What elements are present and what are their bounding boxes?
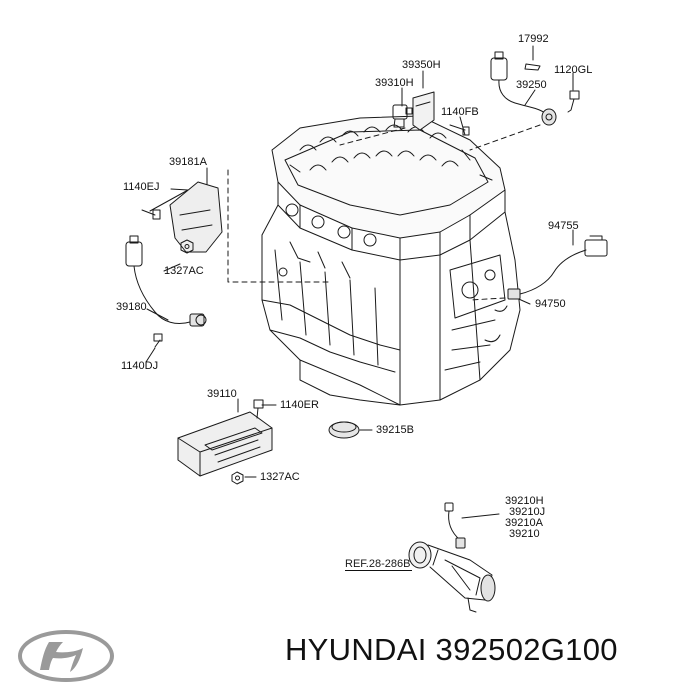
- bolt-1140dj: [153, 333, 163, 348]
- bolt-1140er: [253, 399, 264, 419]
- part-label-39350h: 39350H: [402, 59, 441, 71]
- engine-block: [261, 115, 521, 406]
- sensor-94750: [507, 235, 608, 300]
- part-label-17992: 17992: [518, 33, 549, 45]
- part-label-1140ej: 1140EJ: [123, 181, 160, 193]
- part-label-39250: 39250: [516, 79, 547, 91]
- part-label-94750: 94750: [535, 298, 566, 310]
- part-label-39110: 39110: [207, 388, 237, 400]
- part-label-39181a: 39181A: [169, 156, 207, 168]
- bracket-39350h: [412, 91, 435, 131]
- part-label-1140fb: 1140FB: [441, 106, 479, 118]
- sensor-39310h: [392, 104, 413, 128]
- footer-caption: HYUNDAI 392502G100: [285, 632, 618, 667]
- nut-1327ac-top: [180, 239, 194, 254]
- part-label-1327ac-top: 1327AC: [164, 265, 204, 277]
- part-label-39210j: 39210J: [509, 506, 546, 518]
- part-label-94755: 94755: [548, 220, 579, 232]
- hyundai-logo-icon: [18, 630, 114, 682]
- catalytic-converter: [408, 541, 496, 613]
- ecu-39110: [177, 411, 273, 477]
- part-label-39210: 39210: [509, 528, 540, 540]
- bolt-1120gl: [567, 90, 580, 113]
- bracket-39181a: [169, 181, 223, 253]
- part-label-group-39210: 39210H 39210J 39210A 39210: [505, 496, 545, 540]
- part-label-39210h: 39210H: [505, 495, 544, 507]
- nut-1327ac-bottom: [231, 471, 244, 485]
- reference-label: REF.28-286B: [345, 558, 413, 571]
- part-label-39180: 39180: [116, 301, 147, 313]
- part-label-39210a: 39210A: [505, 517, 543, 529]
- part-label-1120gl: 1120GL: [554, 64, 593, 76]
- bolt-1140fb: [449, 124, 470, 136]
- part-label-1327ac-bottom: 1327AC: [260, 471, 300, 483]
- sensor-39210: [444, 502, 466, 549]
- knock-sensor-39250: [490, 51, 557, 126]
- bolt-1140ej: [141, 209, 161, 220]
- part-label-1140er: 1140ER: [280, 399, 319, 411]
- part-label-39215b: 39215B: [376, 424, 414, 436]
- part-label-1140dj: 1140DJ: [121, 360, 159, 372]
- plug-39215b: [328, 421, 360, 439]
- sensor-39180: [125, 235, 207, 327]
- part-label-39310h: 39310H: [375, 77, 414, 89]
